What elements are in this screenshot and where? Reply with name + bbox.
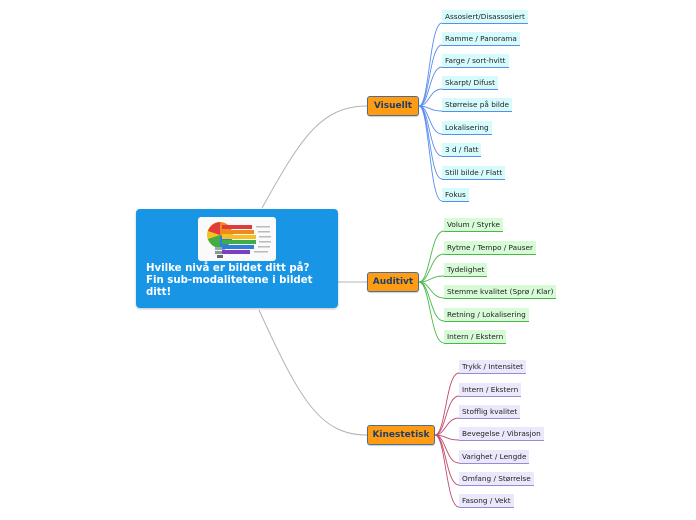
leaf-connector [418, 105, 443, 180]
leaf-visuellt[interactable]: Still bilde / Flatt [442, 166, 506, 180]
leaf-visuellt[interactable]: Lokalisering [442, 121, 492, 135]
leaf-kinestetisk[interactable]: Intern / Ekstern [459, 383, 522, 397]
leaf-connector [434, 417, 460, 436]
leaf-connector [418, 253, 445, 283]
central-title: Hvilke nivå er bildet ditt på? Fin sub-m… [146, 263, 313, 299]
leaf-visuellt[interactable]: 3 d / flatt [442, 143, 482, 157]
branch-auditivt[interactable]: Auditivt [367, 272, 419, 292]
leaf-connector [418, 275, 445, 283]
leaf-auditivt[interactable]: Intern / Ekstern [444, 330, 507, 344]
leaf-visuellt[interactable]: Farge / sort-hvitt [442, 54, 509, 68]
leaf-visuellt[interactable]: Fokus [442, 188, 469, 202]
leaf-auditivt[interactable]: Stemme kvalitet (Sprø / Klar) [444, 285, 557, 299]
lightbulb-chart-icon [198, 217, 276, 261]
connector-kinestetisk [258, 309, 368, 436]
leaf-connector [434, 434, 460, 464]
leaf-visuellt[interactable]: Skarpt/ Difust [442, 76, 498, 90]
leaf-auditivt[interactable]: Volum / Styrke [444, 218, 504, 232]
leaf-connector [434, 434, 460, 508]
leaf-auditivt[interactable]: Rytme / Tempo / Pauser [444, 241, 537, 255]
leaf-kinestetisk[interactable]: Fasong / Vekt [459, 494, 514, 508]
leaf-visuellt[interactable]: Assosiert/Disassosiert [442, 10, 528, 24]
leaf-connector [434, 372, 460, 436]
leaf-visuellt[interactable]: Ramme / Panorama [442, 32, 520, 46]
leaf-auditivt[interactable]: Retning / Lokalisering [444, 308, 529, 322]
leaf-connector [418, 281, 445, 344]
branch-kinestetisk[interactable]: Kinestetisk [367, 425, 435, 445]
leaf-connector [418, 66, 443, 107]
leaf-visuellt[interactable]: Størreise på bilde [442, 98, 513, 112]
central-topic[interactable]: Hvilke nivå er bildet ditt på? Fin sub-m… [136, 209, 338, 308]
leaf-connector [418, 22, 443, 107]
leaf-connector [418, 105, 443, 202]
leaf-kinestetisk[interactable]: Stofflig kvalitet [459, 405, 521, 419]
leaf-connector [418, 88, 443, 107]
connector-visuellt [261, 105, 368, 209]
leaf-kinestetisk[interactable]: Omfang / Størrelse [459, 472, 534, 486]
leaf-connector [434, 395, 460, 436]
leaf-kinestetisk[interactable]: Varighet / Lengde [459, 450, 530, 464]
leaf-kinestetisk[interactable]: Trykk / Intensitet [459, 360, 527, 374]
leaf-auditivt[interactable]: Tydelighet [444, 263, 488, 277]
branch-visuellt[interactable]: Visuellt [367, 96, 419, 116]
leaf-kinestetisk[interactable]: Bevegelse / Vibrasjon [459, 427, 544, 441]
leaf-connector [418, 230, 445, 283]
